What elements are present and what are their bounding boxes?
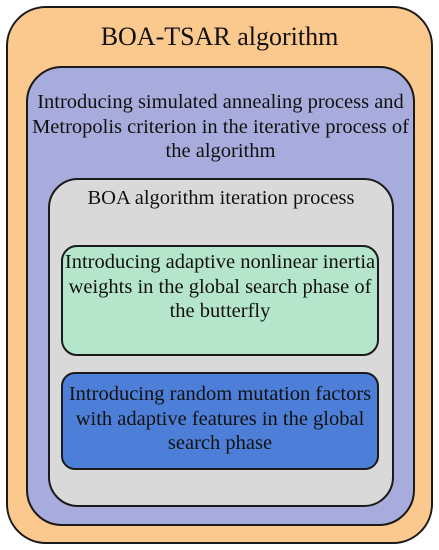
mutation-factors-box [61, 372, 379, 470]
mutation-factors-label: Introducing random mutation factors with… [68, 383, 372, 455]
inertia-weights-box [61, 245, 379, 356]
inertia-weights-label: Introducing adaptive nonlinear inertia w… [64, 251, 376, 323]
boa-tsar-title: BOA-TSAR algorithm [100, 22, 339, 51]
boa-iteration-label: BOA algorithm iteration process [87, 187, 355, 209]
simulated-annealing-label: Introducing simulated annealing process … [32, 91, 409, 163]
